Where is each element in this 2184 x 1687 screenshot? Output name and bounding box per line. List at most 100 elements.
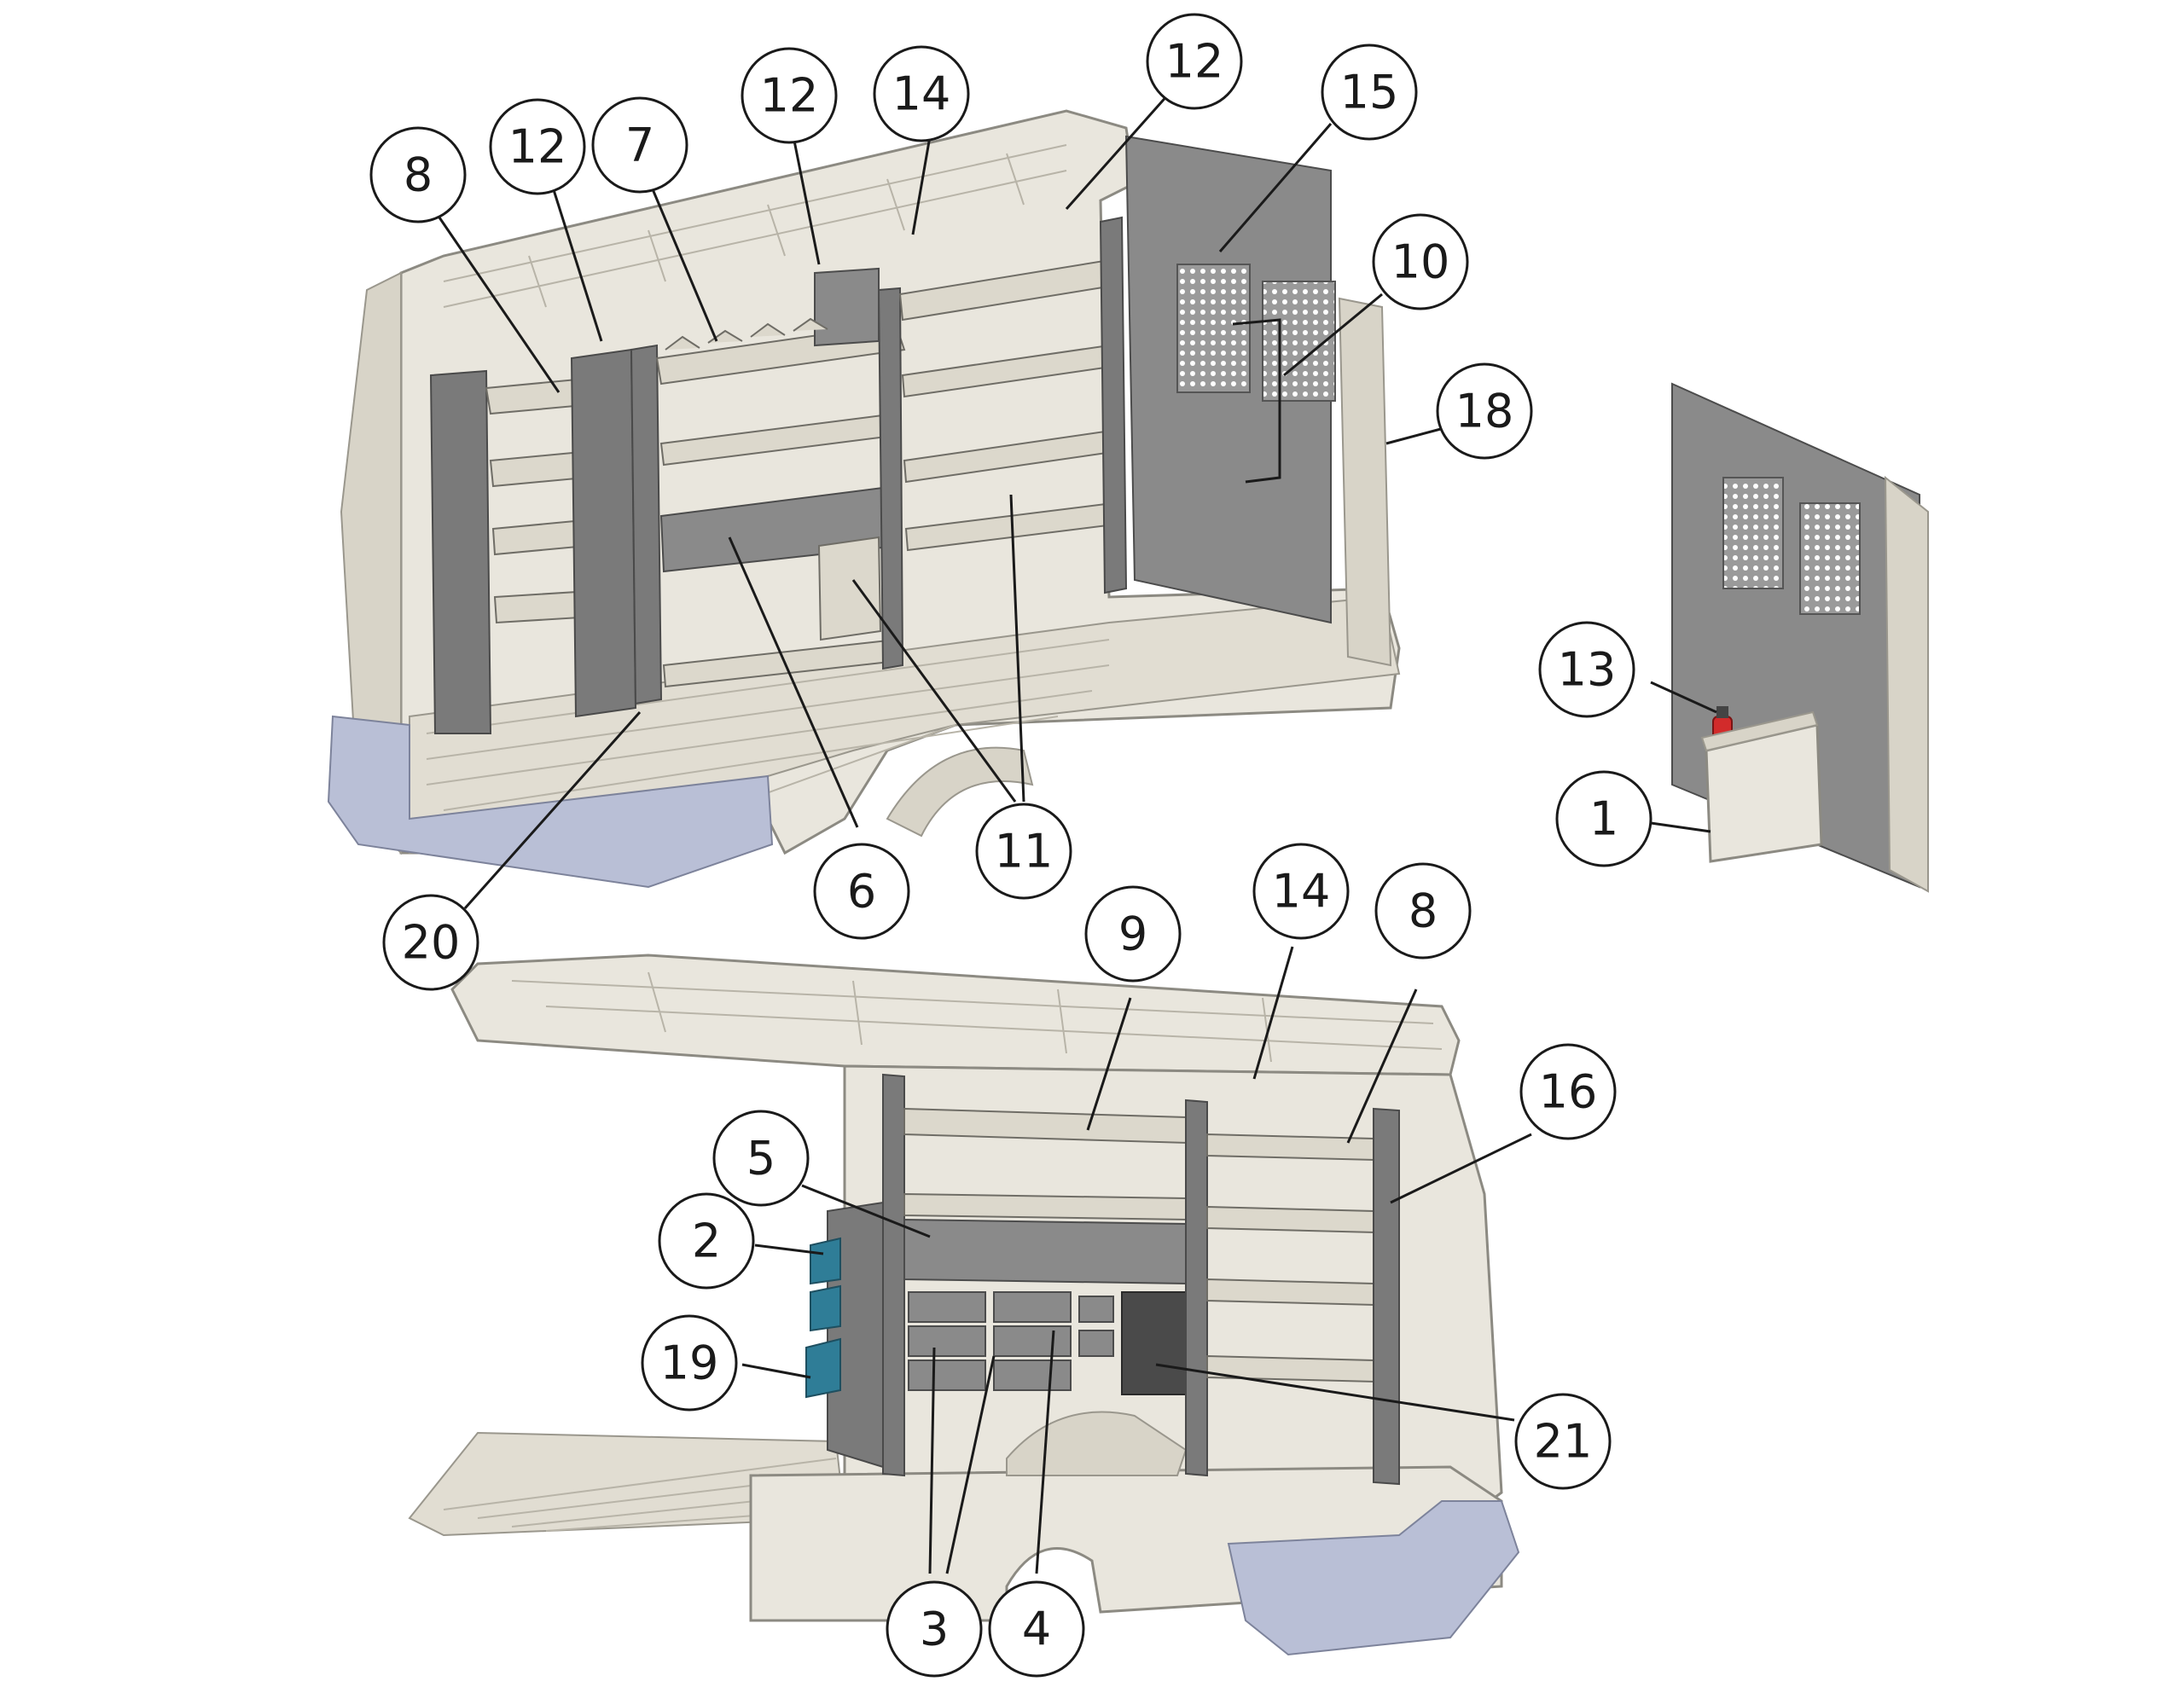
- callout-9: 9: [1084, 885, 1182, 983]
- callout-21-label: 21: [1534, 1415, 1593, 1469]
- extinguisher-head: [1716, 706, 1728, 718]
- callout-18: 18: [1436, 362, 1533, 460]
- top-middle-shelf-unit: [630, 267, 906, 705]
- bottom-right-shelf-2: [1206, 1205, 1377, 1234]
- leader-2: [754, 1244, 824, 1255]
- callout-1-label: 1: [1589, 792, 1618, 846]
- leader-8b: [1346, 988, 1418, 1144]
- leader-10: [1283, 293, 1383, 377]
- bottom-narrow-drawer-1: [1078, 1296, 1114, 1323]
- top-mid-upright-left: [630, 344, 663, 705]
- callout-13-label: 13: [1558, 643, 1617, 697]
- bottom-drawer-5: [993, 1325, 1072, 1357]
- callout-8-upper-label: 8: [404, 148, 433, 202]
- callout-2-label: 2: [692, 1215, 721, 1268]
- callout-14-upper-label: 14: [892, 67, 951, 121]
- leader-11a: [851, 579, 1017, 803]
- leader-11b: [1009, 494, 1025, 803]
- leader-1: [1650, 821, 1711, 833]
- bottom-drawer-3: [908, 1359, 986, 1391]
- leader-3a: [928, 1347, 936, 1574]
- callout-12-right-label: 12: [1165, 35, 1224, 89]
- bottom-drawer-2: [908, 1325, 986, 1357]
- leader-15: [1218, 123, 1333, 252]
- callout-1: 1: [1555, 770, 1653, 867]
- callout-14-upper: 14: [873, 45, 970, 142]
- callout-12-left: 12: [489, 98, 586, 195]
- top-right-upright: [1099, 216, 1128, 594]
- leader-8a: [438, 217, 561, 393]
- callout-10-label: 10: [1391, 235, 1450, 289]
- callout-3: 3: [886, 1580, 983, 1678]
- top-rear-bumper: [327, 715, 774, 889]
- leader-3b: [945, 1355, 996, 1574]
- callout-11-label: 11: [995, 825, 1054, 878]
- bottom-mid-upright: [1185, 1099, 1208, 1477]
- bottom-dark-cabinet: [1121, 1291, 1187, 1395]
- top-right-shelf-unit: [898, 216, 1128, 594]
- top-left-endpanel: [429, 369, 492, 734]
- callout-20: 20: [382, 894, 479, 991]
- bottom-floor-ribs: [443, 1458, 837, 1532]
- leader-21: [1155, 1363, 1515, 1422]
- bottom-van-wall: [408, 954, 1520, 1656]
- callout-10: 10: [1372, 213, 1469, 310]
- top-partition: [1124, 135, 1392, 667]
- bottom-blue-bin-3: [805, 1337, 841, 1399]
- leader-5: [801, 1184, 931, 1238]
- leader-12a: [549, 178, 603, 342]
- callout-7: 7: [591, 96, 688, 194]
- callout-4: 4: [988, 1580, 1085, 1678]
- top-partition-handle: [1232, 318, 1281, 484]
- callout-20-label: 20: [402, 916, 461, 970]
- leader-19: [741, 1363, 811, 1379]
- top-left-shelf-unit: [429, 348, 637, 734]
- bottom-left-upright: [882, 1073, 905, 1477]
- bottom-drawer-panel: [903, 1218, 1187, 1285]
- leader-14b: [1252, 946, 1294, 1080]
- callout-14-lower: 14: [1252, 843, 1350, 940]
- top-divider-a: [814, 267, 880, 347]
- bottom-rear-bumper: [1227, 1500, 1520, 1656]
- leader-lines: [438, 93, 1717, 1574]
- callout-5-label: 5: [746, 1132, 775, 1186]
- callout-16: 16: [1519, 1043, 1617, 1140]
- leader-6: [728, 536, 859, 828]
- callout-12-left-label: 12: [508, 120, 567, 174]
- bottom-right-upright: [1373, 1107, 1400, 1486]
- right-partition-edge: [1884, 475, 1929, 893]
- callout-4-label: 4: [1022, 1603, 1051, 1656]
- callout-bubbles: 8 12 7 12 14 12 15 10 18 13 1: [369, 13, 1653, 1678]
- callout-12-middle-label: 12: [760, 69, 819, 123]
- bottom-left-shelf-unit: [882, 1073, 1189, 1477]
- callout-14-lower-label: 14: [1272, 865, 1331, 919]
- callout-15-label: 15: [1340, 66, 1399, 119]
- callout-9-label: 9: [1118, 907, 1147, 961]
- top-bin-dividers: [665, 317, 828, 351]
- leader-16: [1390, 1133, 1532, 1204]
- right-partition-detail: [1671, 382, 1929, 893]
- bottom-narrow-drawer-2: [1078, 1330, 1114, 1357]
- callout-12-right: 12: [1146, 13, 1243, 110]
- leader-7: [647, 178, 718, 342]
- callout-7-label: 7: [625, 119, 654, 172]
- top-divider-b: [817, 536, 882, 641]
- leader-13: [1650, 681, 1717, 714]
- bottom-roof-panel: [450, 954, 1461, 1076]
- bottom-right-shelf-3: [1206, 1278, 1377, 1307]
- bottom-blue-bin-2: [810, 1284, 841, 1332]
- bottom-right-shelf-4: [1206, 1354, 1377, 1383]
- bottom-drawer-4: [993, 1291, 1072, 1323]
- callout-15: 15: [1321, 43, 1418, 141]
- callout-12-middle: 12: [741, 47, 838, 144]
- bottom-end-panel: [805, 1201, 884, 1469]
- callout-18-label: 18: [1455, 385, 1514, 438]
- leader-12c: [1065, 93, 1170, 210]
- callout-13: 13: [1538, 621, 1635, 718]
- callout-6: 6: [813, 843, 910, 940]
- callout-3-label: 3: [920, 1603, 949, 1656]
- right-storage-box-top: [1700, 710, 1819, 752]
- right-partition-mesh-left: [1722, 477, 1784, 589]
- top-roof-ribs: [443, 144, 1067, 308]
- callout-21: 21: [1514, 1393, 1612, 1490]
